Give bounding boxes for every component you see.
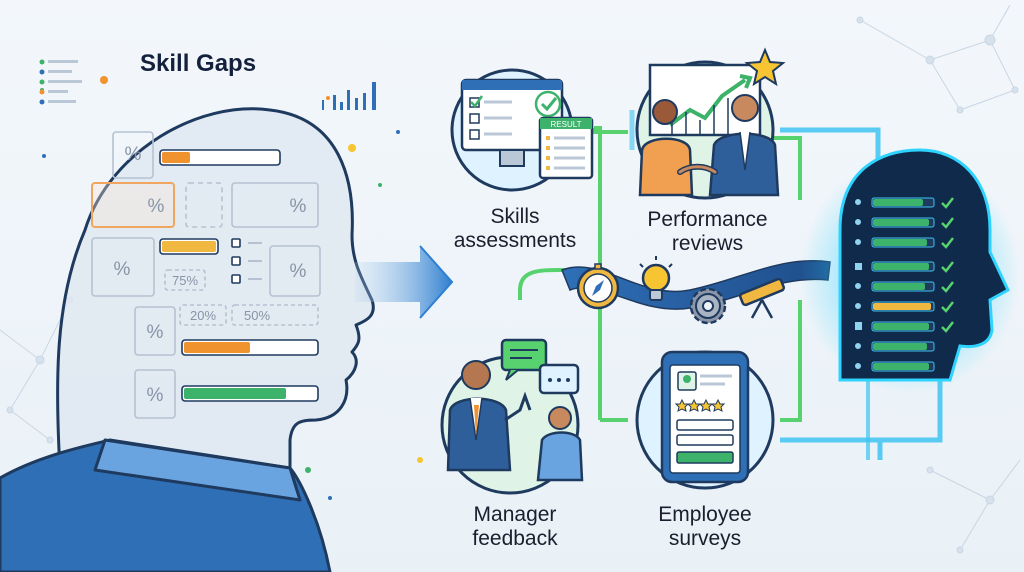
lightbulb-icon — [639, 256, 673, 301]
list-decor — [39, 59, 82, 105]
mini-bar-chart-icon — [322, 82, 376, 110]
source-label: Employee surveys — [658, 503, 752, 550]
pct-label: % — [148, 196, 165, 217]
head-checkbox-lines — [248, 242, 262, 280]
source-label: Manager feedback — [472, 503, 558, 550]
pct-50-label: 50% — [244, 308, 270, 323]
skills-assessment-illustration: RESULT — [450, 68, 594, 192]
head-checkboxes — [231, 238, 241, 284]
manager-feedback-label: Manager feedback — [440, 503, 590, 551]
network-decor-top-right — [856, 4, 1019, 114]
pct-label: % — [290, 196, 307, 217]
manager-feedback-illustration — [440, 338, 584, 495]
source-label: Skills assessments — [453, 205, 577, 252]
page-title: Skill Gaps — [140, 50, 257, 77]
employee-survey-illustration — [635, 350, 775, 490]
gear-icon — [689, 287, 727, 325]
pct-label: % — [147, 385, 164, 406]
network-decor-bottom-right — [926, 459, 1021, 554]
head-progress-bars — [159, 149, 319, 402]
pct-label: % — [147, 322, 164, 343]
rating-stars-icon — [674, 398, 726, 412]
profile-skill-bars — [871, 197, 935, 372]
pct-20-label: 20% — [190, 308, 216, 323]
telescope-icon — [739, 277, 785, 319]
head-silhouette — [0, 107, 375, 572]
compass-icon — [576, 263, 620, 310]
upskilled-profile-head — [800, 148, 1020, 395]
flow-arrow — [355, 245, 454, 319]
profile-check-icons — [941, 197, 954, 333]
pct-label: % — [125, 144, 142, 165]
profile-skill-icons — [855, 199, 862, 369]
connector-lines — [518, 110, 943, 460]
pct-75-label: 75% — [172, 273, 198, 288]
source-label: Performance reviews — [647, 208, 768, 255]
pct-label: % — [290, 261, 307, 282]
performance-reviews-label: Performance reviews — [615, 208, 800, 256]
performance-review-illustration — [635, 47, 786, 200]
head-metrics — [91, 131, 321, 419]
result-badge: RESULT — [551, 120, 582, 129]
skills-assessments-label: Skills assessments — [440, 205, 590, 253]
pct-label: % — [114, 259, 131, 280]
employee-surveys-label: Employee surveys — [630, 503, 780, 551]
